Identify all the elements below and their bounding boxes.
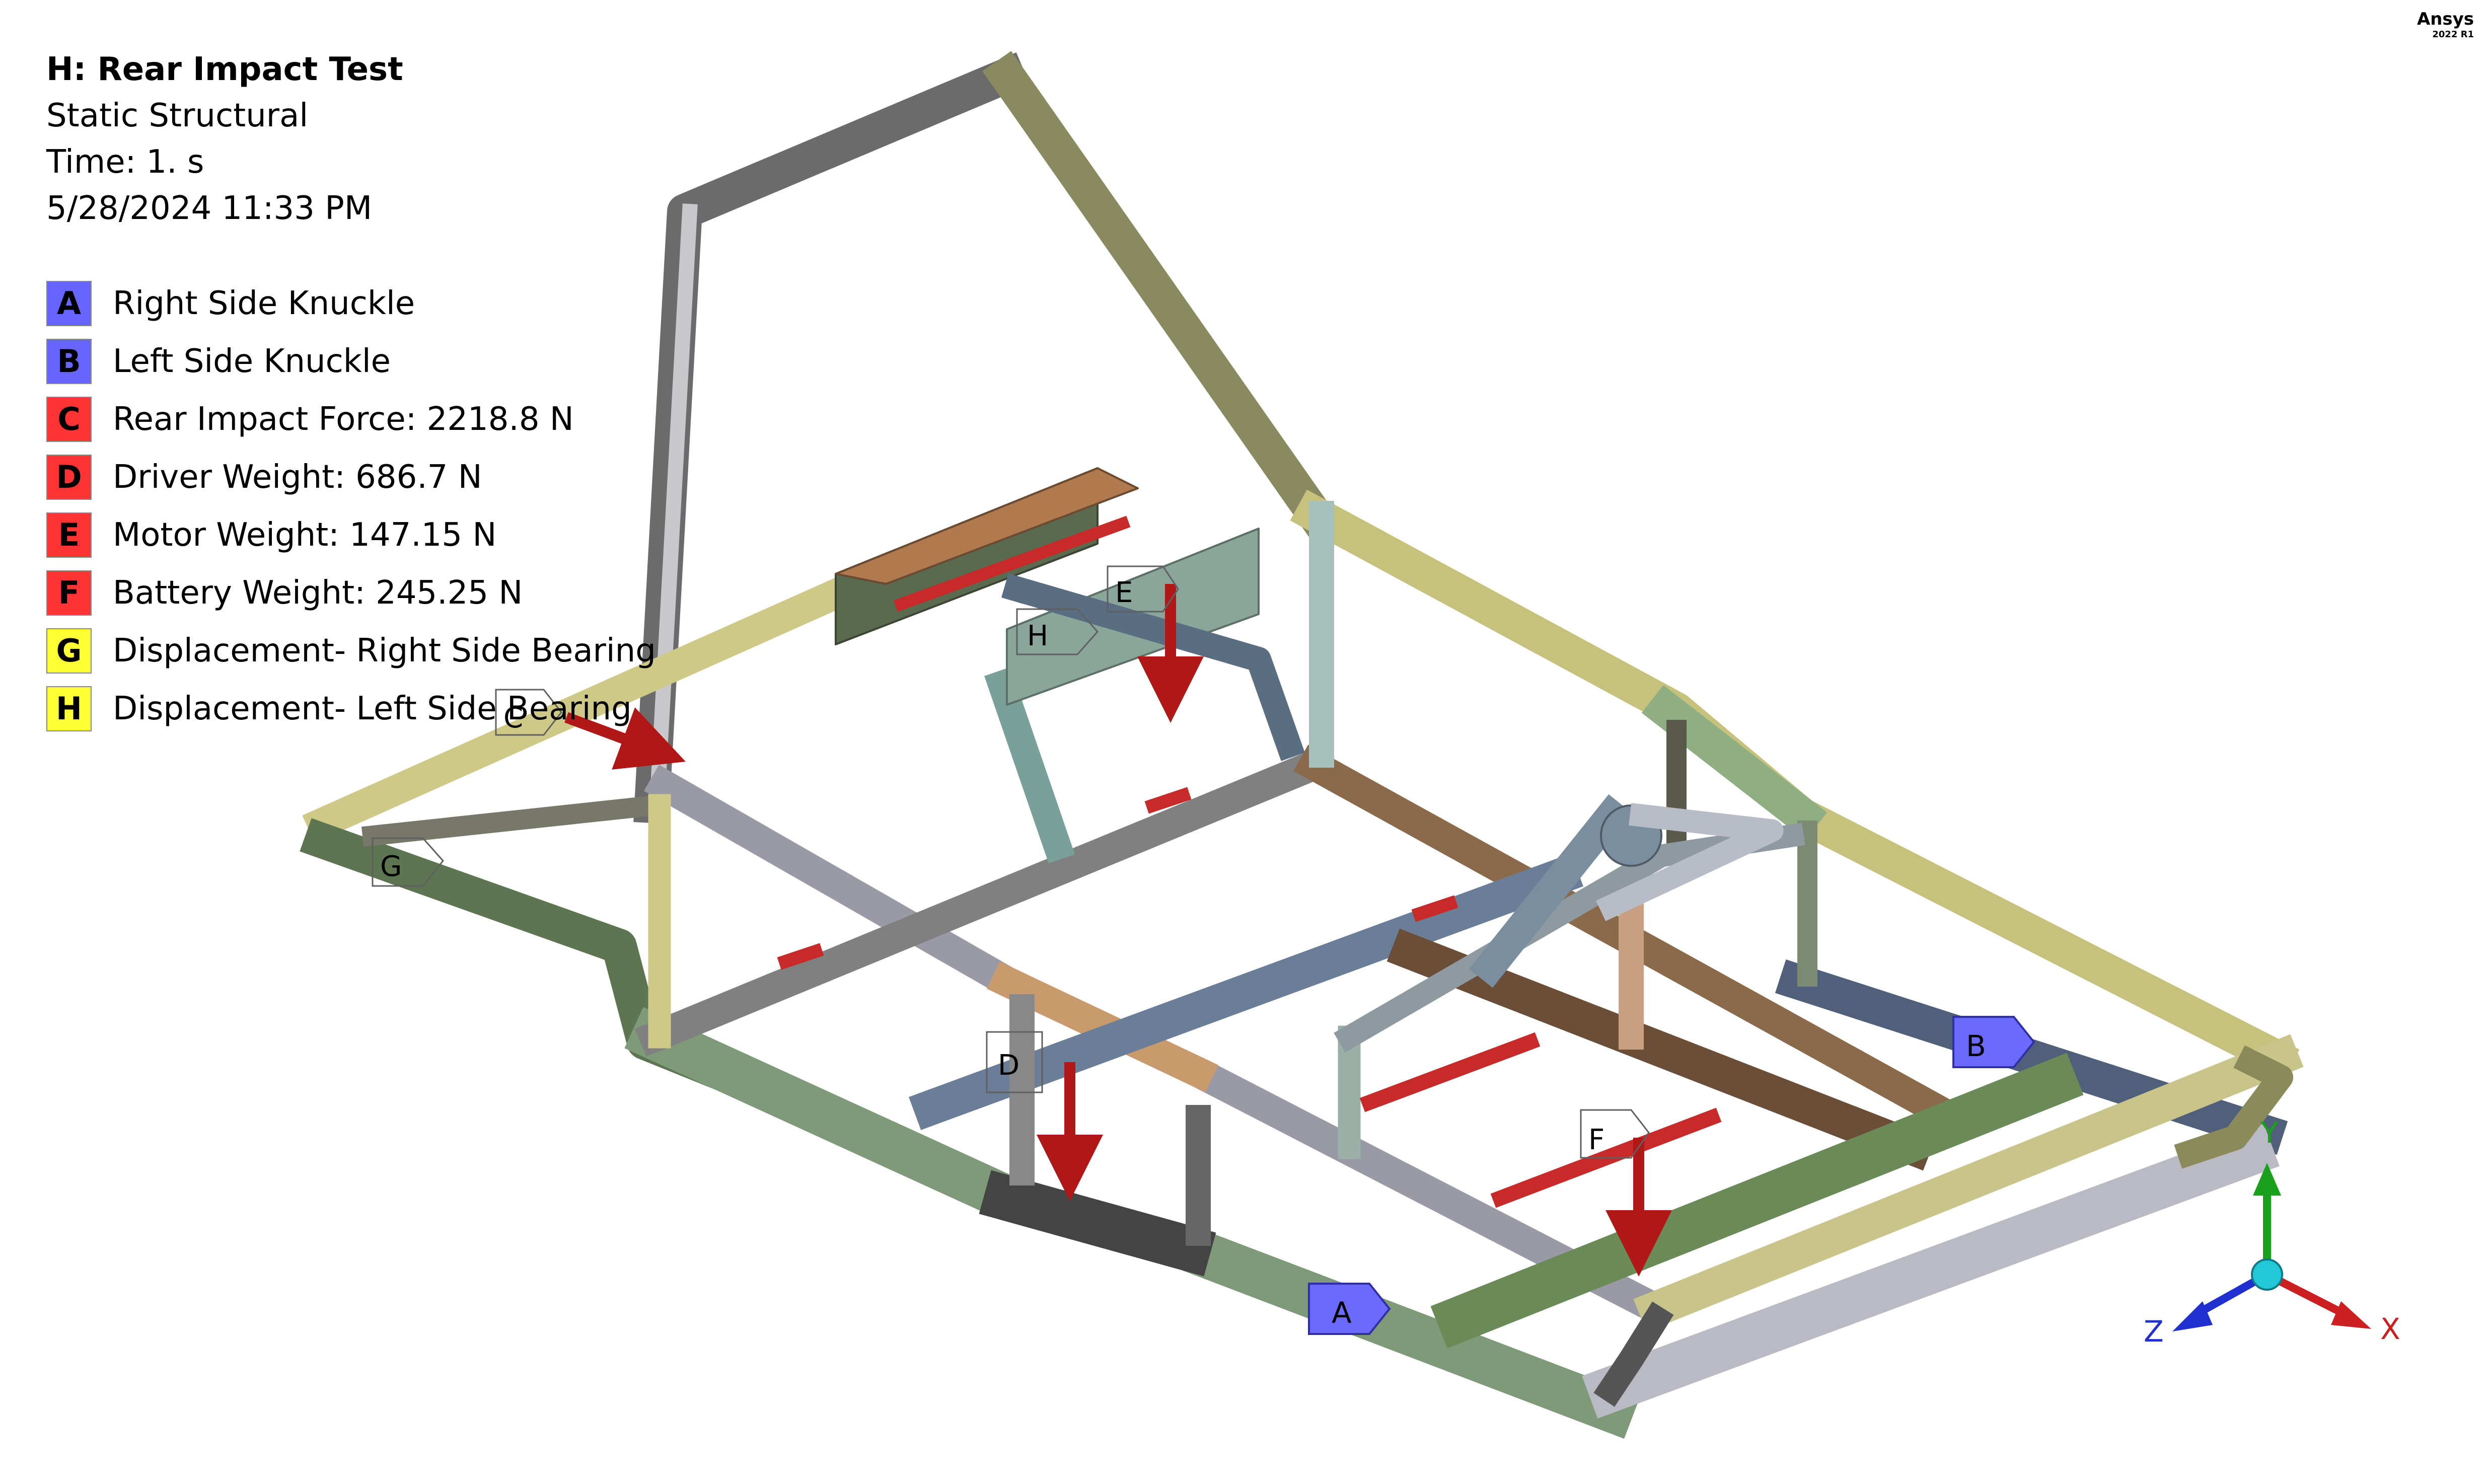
analysis-type: Static Structural [46,97,309,134]
legend-row-b[interactable]: B Left Side Knuckle [46,332,656,390]
legend-row-d[interactable]: D Driver Weight: 686.7 N [46,448,656,506]
front-green-rail [1430,1053,2084,1349]
legend-label-e: Motor Weight: 147.15 N [113,516,497,554]
marker-f[interactable]: F [1580,1109,1650,1159]
legend-label-h: Displacement- Left Side Bearing [113,690,632,727]
legend-swatch-a: A [46,280,92,326]
legend-label-g: Displacement- Right Side Bearing [113,632,656,670]
marker-f-label: F [1588,1124,1604,1156]
marker-c-flag [495,689,562,736]
roll-hoop-left [633,52,1030,824]
marker-e-flag [1107,565,1179,613]
legend-swatch-b: B [46,338,92,384]
triad-z-label: Z [2144,1314,2164,1349]
marker-f-flag [1580,1109,1650,1159]
marker-e-label: E [1115,576,1133,609]
marker-d-flag [986,1031,1043,1093]
rear-upper-rail [302,574,856,843]
marker-g-flag [372,837,444,887]
legend-label-f: Battery Weight: 245.25 N [113,574,523,612]
battery-plate-1 [1359,1032,1541,1112]
steering-column [1469,794,1633,988]
marker-c[interactable]: C [495,689,562,736]
marker-b[interactable]: B [1952,1016,2035,1068]
front-lower-rail [1582,1124,2280,1419]
motor-mount-top [835,467,1139,585]
triad-y-label: Y [2260,1116,2279,1150]
legend-row-f[interactable]: F Battery Weight: 245.25 N [46,564,656,622]
center-long-member [909,853,1583,1130]
marker-a[interactable]: A [1308,1283,1391,1335]
triad-y-arrow [2253,1163,2281,1196]
marker-c-label: C [503,702,523,734]
roll-hoop-right [982,51,1339,538]
front-bottom-brace [1593,1301,1674,1407]
analysis-timestamp: 5/28/2024 11:33 PM [46,190,373,227]
legend-label-a: Right Side Knuckle [113,284,415,322]
legend-swatch-f: F [46,570,92,616]
boundary-markers: A B C D E F G H [372,565,2035,1335]
marker-a-flag [1308,1283,1391,1335]
legend-label-b: Left Side Knuckle [113,342,391,380]
legend-swatch-h: H [46,686,92,731]
triad-x-label: X [2380,1312,2400,1346]
front-corner-brace [2174,1045,2293,1169]
triad-origin [2251,1258,2283,1291]
legend-row-g[interactable]: G Displacement- Right Side Bearing [46,622,656,680]
legend-label-c: Rear Impact Force: 2218.8 N [113,400,574,438]
marker-h-label: H [1027,620,1048,652]
motor-mount-leg [984,667,1075,863]
legend-swatch-c: C [46,396,92,442]
marker-h-flag [1016,608,1099,655]
coordinate-triad[interactable]: Y X Z [2144,1116,2400,1349]
red-patch-1 [777,943,824,970]
ansys-logo: Ansys 2022 R1 [2417,9,2474,40]
legend-swatch-e: E [46,512,92,558]
rear-diag-brace [361,794,666,847]
marker-h[interactable]: H [1016,608,1099,655]
legend-swatch-g: G [46,628,92,674]
marker-d-label: D [998,1049,1019,1082]
lower-outer-rail-dark [979,1170,1216,1277]
rear-cross-member [634,745,1334,1057]
legend-row-c[interactable]: C Rear Impact Force: 2218.8 N [46,390,656,448]
brand-name: Ansys [2417,9,2474,29]
analysis-info: H: Rear Impact Test Static Structural Ti… [46,46,403,232]
triad-z-arrow [2172,1301,2213,1331]
marker-a-label: A [1332,1296,1352,1330]
legend-label-d: Driver Weight: 686.7 N [113,458,482,496]
marker-d[interactable]: D [986,1031,1043,1093]
legend-row-h[interactable]: H Displacement- Left Side Bearing [46,680,656,737]
legend-row-a[interactable]: A Right Side Knuckle [46,274,656,332]
front-upper-rail [1633,1034,2304,1332]
marker-g-label: G [380,850,402,883]
marker-g[interactable]: G [372,837,444,887]
legend-row-e[interactable]: E Motor Weight: 147.15 N [46,506,656,564]
boundary-condition-legend: A Right Side Knuckle B Left Side Knuckle… [46,274,656,737]
marker-e[interactable]: E [1107,565,1179,613]
analysis-title: H: Rear Impact Test [46,51,403,88]
motor-mount-red-strip [893,515,1131,612]
chassis-frame[interactable] [300,51,2304,1439]
analysis-time: Time: 1. s [46,143,204,181]
brand-version: 2022 R1 [2432,29,2474,40]
steering-bar [1596,803,1784,921]
marker-b-flag [1952,1016,2035,1068]
force-arrow-c [564,707,686,770]
triad-x-arrow [2331,1301,2371,1329]
roll-hoop-left-face [649,203,698,813]
motor-rail [1001,573,1305,761]
roll-hoop-brace-green [1641,685,1828,841]
red-patch-2 [1144,787,1192,814]
red-patch-3 [1411,895,1458,922]
legend-swatch-d: D [46,454,92,500]
marker-b-label: B [1966,1029,1986,1063]
